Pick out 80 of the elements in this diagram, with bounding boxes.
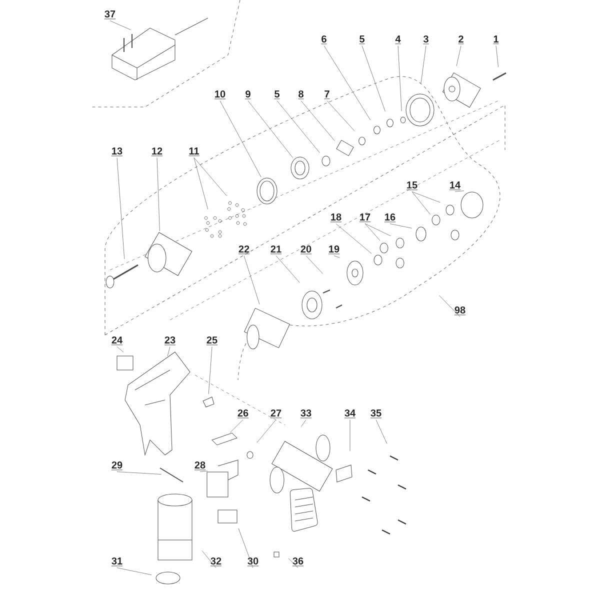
callout-number: 15 [406, 182, 418, 190]
callout-number: 17 [359, 214, 371, 222]
leader-line [390, 224, 412, 228]
leader-line [276, 100, 320, 154]
callout-number: 13 [111, 147, 123, 156]
callout-number: 18 [330, 213, 342, 222]
leader-line [156, 157, 160, 232]
callout-number: 12 [151, 148, 163, 156]
callout-number: 31 [111, 557, 123, 566]
callout-number: 20 [300, 245, 312, 254]
callout-number: 29 [111, 461, 123, 470]
callout-number: 6 [321, 35, 327, 44]
callout-number: 35 [370, 409, 382, 418]
leader-line [456, 45, 462, 66]
callout-number: 5 [359, 36, 365, 44]
leader-line [364, 223, 391, 236]
callout-number: 98 [454, 306, 466, 316]
callout-number: 33 [300, 409, 312, 418]
leader-line [412, 191, 440, 203]
leader-line [306, 256, 324, 274]
leader-line [398, 45, 402, 112]
callout-number: 23 [164, 336, 176, 346]
callout-number: 2 [458, 36, 464, 44]
callout-number: 3 [423, 35, 429, 44]
callout-number: 30 [247, 557, 259, 566]
callout-number: 34 [344, 409, 356, 418]
callout-number: 7 [324, 90, 330, 100]
callout-number: 27 [270, 410, 282, 418]
leader-line [116, 158, 125, 260]
callout-number: 9 [245, 90, 251, 100]
leader-line [194, 157, 227, 196]
leader-line [110, 20, 131, 30]
leader-line [238, 528, 254, 568]
leader-line [288, 558, 298, 568]
leader-line [454, 190, 464, 192]
callout-number: 19 [328, 245, 340, 254]
leader-line [300, 100, 335, 142]
callout-number: 26 [237, 409, 249, 418]
callout-number: 4 [395, 36, 401, 44]
leader-line [496, 45, 499, 68]
callout-number: 25 [206, 336, 218, 346]
leader-line [208, 346, 212, 394]
leader-line [336, 224, 372, 254]
leader-line [230, 420, 244, 433]
leader-line [200, 470, 208, 472]
leader-line [220, 100, 262, 178]
callout-number: 16 [384, 213, 396, 222]
callout-number: 11 [188, 148, 200, 156]
leader-line [324, 46, 371, 120]
leader-line [300, 420, 306, 427]
callout-number: 36 [292, 557, 304, 566]
leader-line [116, 472, 162, 475]
leader-line [420, 46, 426, 84]
callout-number: 1 [493, 36, 499, 44]
leader-line [202, 550, 216, 568]
leader-line [116, 568, 152, 576]
leader-line [116, 346, 124, 352]
callout-number: 28 [194, 461, 206, 470]
callout-number: 10 [214, 90, 226, 100]
callout-number: 37 [104, 10, 116, 20]
leader-line [376, 420, 388, 444]
callout-number: 32 [210, 557, 222, 566]
leader-line [364, 223, 380, 241]
leader-line [167, 346, 170, 356]
leader-line [326, 100, 355, 132]
callout-number: 14 [449, 182, 461, 190]
callout-number: 21 [270, 246, 282, 254]
callout-number: 8 [298, 90, 304, 100]
leader-line [412, 191, 430, 215]
leader-line [276, 255, 300, 283]
leader-line [362, 45, 386, 112]
leader-line [256, 419, 276, 443]
leader-line [248, 100, 294, 158]
callout-number: 5 [274, 90, 280, 100]
leader-line [438, 295, 460, 317]
callout-number: 24 [111, 336, 123, 346]
callout-number: 22 [238, 246, 250, 254]
leader-line [194, 157, 208, 210]
leader-line [244, 255, 260, 305]
leader-line [334, 256, 340, 258]
